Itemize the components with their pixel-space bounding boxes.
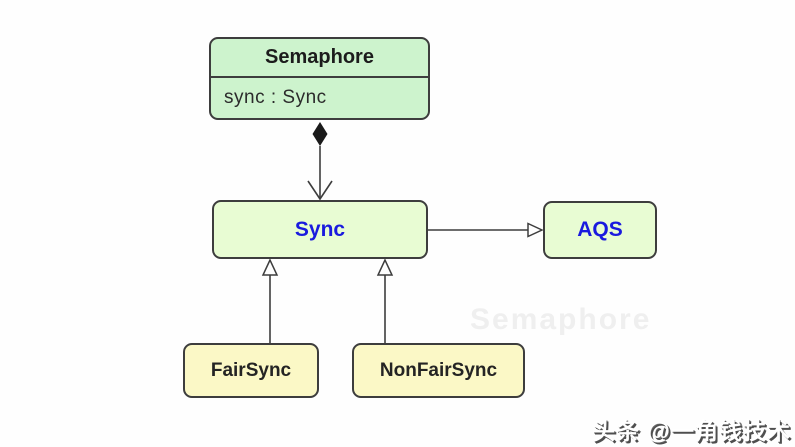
- generalization-arrowhead-icon: [527, 222, 544, 238]
- composition-diamond-icon: [312, 122, 328, 146]
- node-sync-label: Sync: [294, 217, 346, 241]
- generalization-arrowhead-icon: [261, 258, 279, 276]
- node-fairsync: FairSync: [183, 343, 319, 398]
- node-aqs-label: AQS: [577, 218, 623, 241]
- edge-semaphore-sync-composition: [307, 122, 333, 201]
- node-nonfairsync: NonFairSync: [352, 343, 525, 398]
- node-sync: Sync: [212, 200, 428, 259]
- edge-nonfairsync-sync-generalization: [376, 258, 394, 343]
- edge-sync-aqs-generalization: [428, 222, 544, 238]
- generalization-arrowhead-icon: [376, 258, 394, 276]
- node-semaphore: Semaphore sync : Sync: [209, 37, 430, 120]
- open-arrowhead-icon: [307, 180, 333, 201]
- node-fairsync-label: FairSync: [210, 359, 292, 381]
- node-nonfairsync-label: NonFairSync: [379, 359, 498, 381]
- node-aqs: AQS: [543, 201, 657, 259]
- ghost-watermark-text: Semaphore: [470, 303, 652, 336]
- node-semaphore-title: Semaphore: [211, 39, 428, 78]
- edge-fairsync-sync-generalization: [261, 258, 279, 343]
- toutiao-watermark: 头条 @一角钱技术: [592, 418, 791, 444]
- node-semaphore-attribute: sync : Sync: [224, 87, 327, 108]
